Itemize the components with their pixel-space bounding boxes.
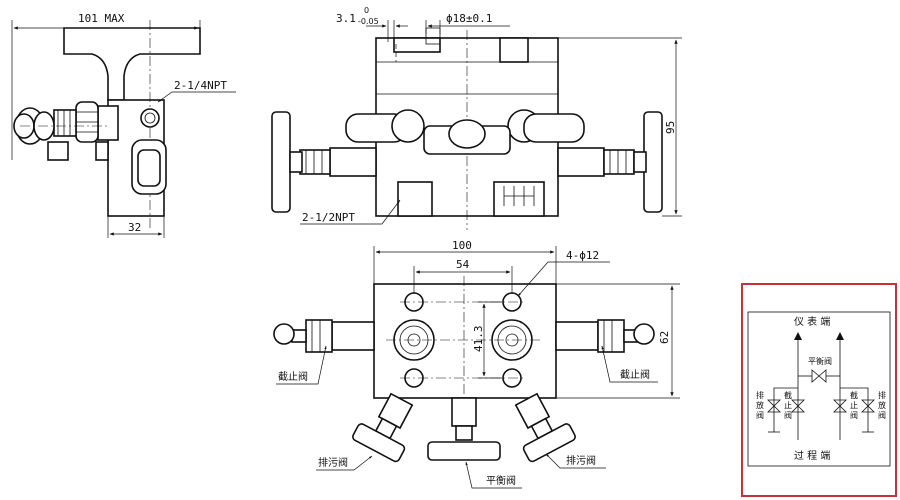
dim-holes: 4-ϕ12 — [566, 249, 599, 262]
dim-bore: ϕ18±0.1 — [446, 12, 492, 25]
dim-depth: 32 — [128, 221, 141, 234]
label-stop-valve-left: 截止阀 — [278, 370, 308, 383]
side-view: 101 MAX 2-1/4NPT 32 — [11, 12, 236, 238]
dim-hole-spacing-y: 41.3 — [472, 326, 485, 353]
schematic-drain-valve-left: 排放阀 — [756, 390, 764, 420]
front-view: 3.1 0 -0.05 ϕ18±0.1 95 2-1/2NPT — [271, 6, 682, 230]
dim-thread-small: 2-1/4NPT — [174, 79, 227, 92]
label-balance-valve: 平衡阀 — [486, 474, 516, 487]
dim-height: 95 — [664, 121, 677, 134]
dim-thread-large: 2-1/2NPT — [302, 211, 355, 224]
dim-body-width: 100 — [452, 239, 472, 252]
dim-offset-tol-upper: 0 — [364, 6, 369, 15]
schematic-drain-valve-right: 排放阀 — [878, 390, 886, 420]
dim-offset: 3.1 — [336, 12, 356, 25]
label-drain-valve-right: 排污阀 — [566, 454, 596, 467]
dim-hole-spacing-x: 54 — [456, 258, 470, 271]
dim-body-height: 62 — [658, 331, 671, 344]
schematic-panel: 仪 表 端 过 程 端 平衡阀 排放阀 截止阀 截止阀 排放阀 — [741, 283, 897, 497]
schematic-stop-valve-left: 截止阀 — [784, 390, 792, 420]
schematic-stop-valve-right: 截止阀 — [850, 390, 858, 420]
dim-offset-tol-lower: -0.05 — [358, 17, 379, 26]
schematic-process-end: 过 程 端 — [794, 449, 830, 462]
schematic-instrument-end: 仪 表 端 — [794, 315, 830, 328]
top-view: 100 54 4-ϕ12 41.3 62 截止阀 截止阀 排污阀 排污阀 平衡阀 — [273, 239, 680, 489]
schematic-balance-valve: 平衡阀 — [808, 356, 832, 366]
label-drain-valve-left: 排污阀 — [318, 456, 348, 469]
dim-width-max: 101 MAX — [78, 12, 125, 25]
label-stop-valve-right: 截止阀 — [620, 368, 650, 381]
